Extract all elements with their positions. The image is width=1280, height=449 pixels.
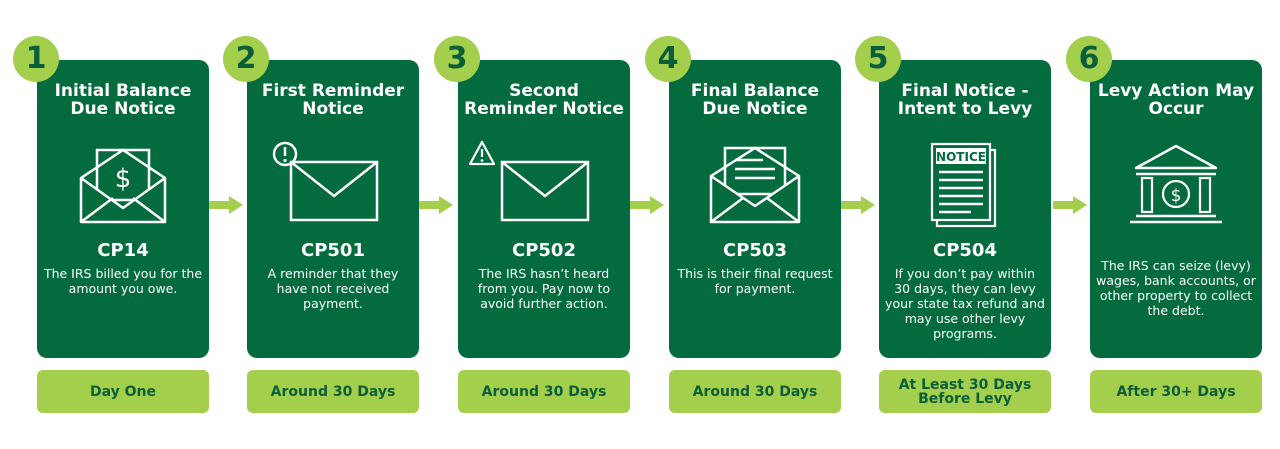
step-number-badge: 2 bbox=[223, 36, 269, 82]
timing-label: Around 30 Days bbox=[458, 370, 630, 413]
step-card: Final Balance Due Notice CP503 This is t… bbox=[669, 60, 841, 358]
step-title: Second Reminder Notice bbox=[464, 81, 624, 119]
step-number-badge: 1 bbox=[13, 36, 59, 82]
step-title: Levy Action May Occur bbox=[1097, 81, 1255, 119]
step-description: This is their final request for payment. bbox=[677, 266, 833, 296]
step-card: First Reminder Notice CP501 A reminder t… bbox=[247, 60, 419, 358]
timing-label: Around 30 Days bbox=[247, 370, 419, 413]
arrow-right-icon bbox=[1053, 196, 1087, 214]
notice-code: CP502 bbox=[512, 240, 576, 261]
step-number-badge: 5 bbox=[855, 36, 901, 82]
step-description: A reminder that they have not received p… bbox=[267, 266, 399, 311]
step-description: The IRS can seize (levy) wages, bank acc… bbox=[1096, 258, 1256, 318]
svg-text:$: $ bbox=[1171, 186, 1182, 206]
envelope-alert-icon bbox=[247, 140, 419, 232]
svg-text:NOTICE: NOTICE bbox=[936, 150, 986, 164]
notice-code: CP14 bbox=[97, 240, 149, 261]
timing-label: Day One bbox=[37, 370, 209, 413]
notice-code: CP503 bbox=[723, 240, 787, 261]
timing-label: Around 30 Days bbox=[669, 370, 841, 413]
step-6: 6 Levy Action May Occur $ The IRS can se… bbox=[1066, 0, 1262, 449]
step-card: Final Notice - Intent to Levy NOTICE CP5… bbox=[879, 60, 1051, 358]
step-title: Final Balance Due Notice bbox=[690, 81, 820, 119]
step-3: 3 Second Reminder Notice CP502 The IRS h… bbox=[434, 0, 630, 449]
step-title: Final Notice - Intent to Levy bbox=[897, 81, 1033, 119]
envelope-letter-icon bbox=[669, 140, 841, 232]
step-description: The IRS hasn’t heard from you. Pay now t… bbox=[477, 266, 611, 311]
step-5: 5 Final Notice - Intent to Levy NOTICE C… bbox=[855, 0, 1051, 449]
step-title: First Reminder Notice bbox=[261, 81, 405, 119]
step-number-badge: 4 bbox=[645, 36, 691, 82]
arrow-right-icon bbox=[209, 196, 243, 214]
notice-code: CP504 bbox=[933, 240, 997, 261]
timing-label: At Least 30 Days Before Levy bbox=[879, 370, 1051, 413]
step-card: Second Reminder Notice CP502 The IRS has… bbox=[458, 60, 630, 358]
bank-building-icon: $ bbox=[1090, 140, 1262, 232]
notice-code: CP501 bbox=[301, 240, 365, 261]
step-4: 4 Final Balance Due Notice CP503 This is… bbox=[645, 0, 841, 449]
arrow-right-icon bbox=[630, 196, 664, 214]
envelope-dollar-icon: $ bbox=[37, 140, 209, 232]
step-number-badge: 6 bbox=[1066, 36, 1112, 82]
step-card: Levy Action May Occur $ The IRS can seiz… bbox=[1090, 60, 1262, 358]
step-1: 1 Initial Balance Due Notice $ CP14 The … bbox=[13, 0, 209, 449]
step-description: The IRS billed you for the amount you ow… bbox=[43, 266, 203, 296]
svg-text:$: $ bbox=[115, 164, 132, 194]
arrow-right-icon bbox=[419, 196, 453, 214]
step-2: 2 First Reminder Notice CP501 A reminder… bbox=[223, 0, 419, 449]
step-number-badge: 3 bbox=[434, 36, 480, 82]
timing-label: After 30+ Days bbox=[1090, 370, 1262, 413]
arrow-right-icon bbox=[841, 196, 875, 214]
step-title: Initial Balance Due Notice bbox=[54, 81, 192, 119]
notice-document-icon: NOTICE bbox=[879, 140, 1051, 232]
envelope-warning-icon bbox=[458, 140, 630, 232]
step-description: If you don’t pay within 30 days, they ca… bbox=[885, 266, 1045, 341]
step-card: Initial Balance Due Notice $ CP14 The IR… bbox=[37, 60, 209, 358]
